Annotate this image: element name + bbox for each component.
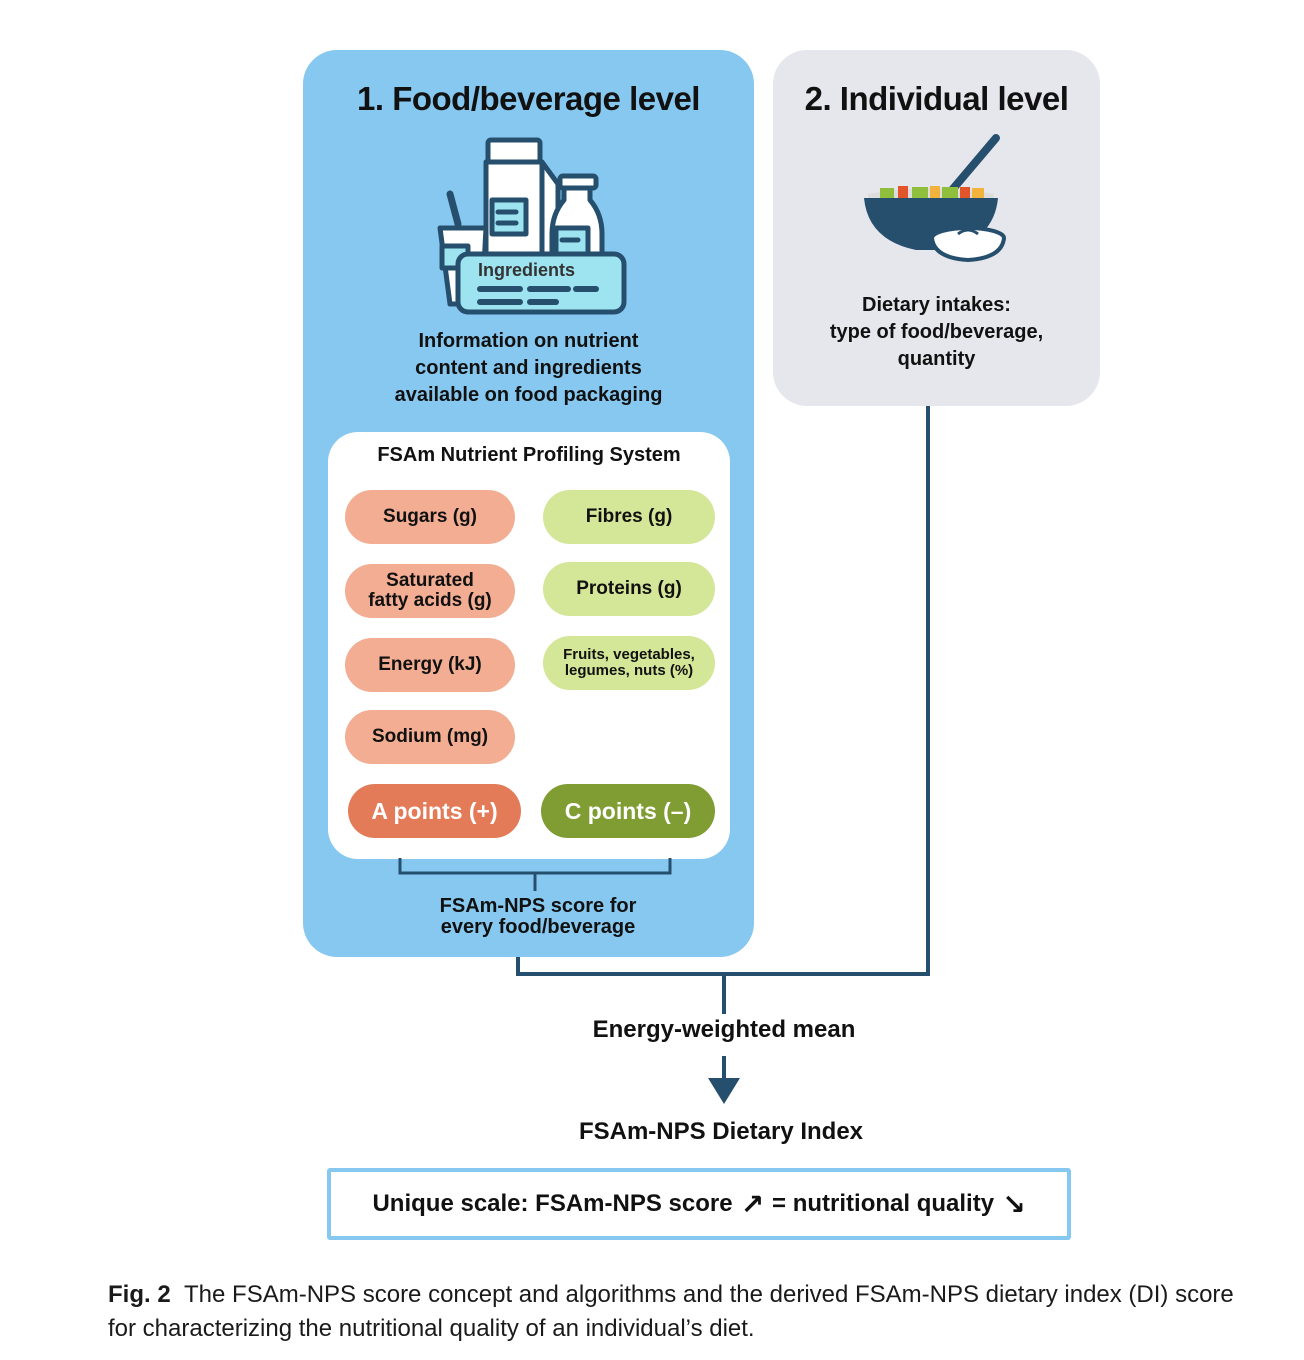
- description-line: type of food/beverage,: [829, 321, 1044, 343]
- description-line: content and ingredients: [415, 357, 642, 379]
- nutrient-sodium: Sodium (mg): [345, 710, 515, 764]
- score-label-line: every food/beverage: [440, 916, 636, 938]
- score-label-line: FSAm-NPS score for: [439, 895, 637, 917]
- c-points-badge: C points (–): [541, 784, 715, 838]
- figure-label: Fig. 2: [108, 1281, 171, 1308]
- dietary-index-label: FSAm-NPS Dietary Index: [578, 1118, 864, 1145]
- nutrient-proteins: Proteins (g): [543, 562, 715, 616]
- down-arrow-icon: [708, 1078, 740, 1104]
- ingredients-label: Ingredients: [478, 260, 575, 280]
- description-line: quantity: [897, 348, 976, 370]
- description-line: Dietary intakes:: [862, 294, 1011, 316]
- scale-prefix: Unique scale: FSAm-NPS score: [372, 1190, 733, 1217]
- nutrient-label: Sugars (g): [383, 506, 477, 527]
- c-points-label: C points (–): [564, 798, 692, 824]
- arrow-down-right-icon: ↘: [1002, 1188, 1026, 1220]
- energy-weighted-mean-label: Energy-weighted mean: [592, 1016, 856, 1043]
- individual-level-description: Dietary intakes: type of food/beverage, …: [773, 292, 1100, 373]
- nutrient-profiling-box: FSAm Nutrient Profiling System Sugars (g…: [328, 432, 730, 859]
- a-points-label: A points (+): [371, 798, 498, 824]
- a-points-badge: A points (+): [348, 784, 521, 838]
- flow-connectors: [516, 406, 930, 1104]
- score-bracket: [398, 858, 672, 891]
- unique-scale-box: Unique scale: FSAm-NPS score ↗ = nutriti…: [327, 1168, 1071, 1240]
- food-bowl-icon: [864, 134, 1006, 263]
- nutrient-label: Sodium (mg): [371, 726, 489, 747]
- food-beverage-level-title: 1. Food/beverage level: [357, 80, 700, 117]
- nutrient-fibres: Fibres (g): [543, 490, 715, 544]
- food-packaging-icon: Ingredients: [437, 137, 627, 315]
- description-line: Information on nutrient: [418, 330, 639, 352]
- caption-line: for characterizing the nutritional quali…: [108, 1315, 755, 1342]
- nutrient-fruits-vegetables: Fruits, vegetables, legumes, nuts (%): [543, 636, 715, 690]
- description-line: available on food packaging: [394, 384, 663, 406]
- food-level-description: Information on nutrient content and ingr…: [303, 328, 754, 409]
- nutrient-sugars: Sugars (g): [345, 490, 515, 544]
- connector-line: [516, 406, 930, 976]
- caption-line: The FSAm-NPS score concept and algorithm…: [184, 1281, 1234, 1308]
- arrow-up-right-icon: ↗: [740, 1188, 765, 1220]
- nutrient-label: legumes, nuts (%): [564, 662, 694, 679]
- nutrient-profiling-title: FSAm Nutrient Profiling System: [377, 444, 681, 466]
- nutrient-energy: Energy (kJ): [345, 638, 515, 692]
- nutrient-label: Fibres (g): [585, 506, 673, 527]
- nutrient-label: Fruits, vegetables,: [563, 646, 695, 663]
- individual-level-title: 2. Individual level: [804, 80, 1069, 117]
- nutrient-label: Proteins (g): [576, 578, 682, 599]
- nutrient-label: Energy (kJ): [378, 654, 482, 675]
- nutrient-label: Saturated: [386, 570, 474, 591]
- nutrient-saturated-fatty-acids: Saturated fatty acids (g): [345, 564, 515, 618]
- scale-middle: = nutritional quality: [772, 1190, 995, 1217]
- figure-caption: Fig. 2 The FSAm-NPS score concept and al…: [108, 1278, 1298, 1346]
- nutrient-label: fatty acids (g): [368, 590, 492, 611]
- fsam-nps-score-label: FSAm-NPS score for every food/beverage: [303, 896, 773, 938]
